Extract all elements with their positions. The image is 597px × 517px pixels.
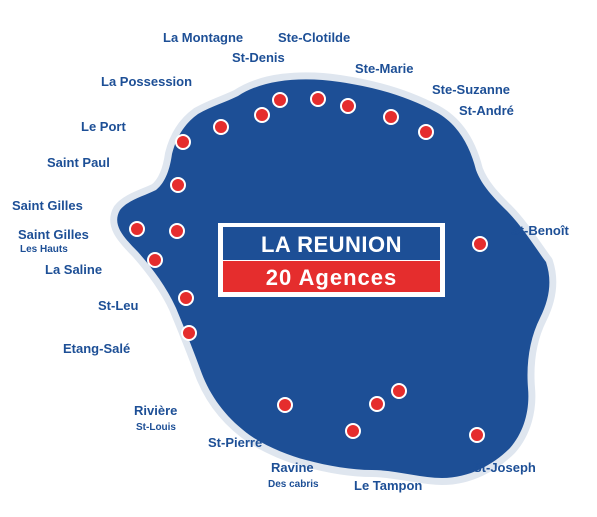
agency-dot-la-possession[interactable] — [213, 119, 229, 135]
place-label-ste-marie: Ste-Marie — [355, 61, 414, 76]
place-label-etang-sale: Etang-Salé — [63, 341, 130, 356]
place-label-st-leu: St-Leu — [98, 298, 139, 313]
place-label-st-pierre: St-Pierre — [208, 435, 262, 450]
agency-dot-st-leu[interactable] — [178, 290, 194, 306]
agency-dot-st-benoit[interactable] — [472, 236, 488, 252]
agency-dots — [129, 91, 488, 443]
place-label-st-benoit: St-Benoît — [511, 223, 569, 238]
agency-dot-la-montagne[interactable] — [254, 107, 270, 123]
agency-dot-st-denis[interactable] — [272, 92, 288, 108]
place-label-le-port: Le Port — [81, 119, 126, 134]
agency-dot-st-pierre[interactable] — [345, 423, 361, 439]
agency-dot-saint-gilles[interactable] — [129, 221, 145, 237]
agency-dot-ste-marie[interactable] — [340, 98, 356, 114]
title-sub: 20 Agences — [266, 265, 397, 290]
agency-dot-etang-sale[interactable] — [181, 325, 197, 341]
agency-dot-le-port[interactable] — [175, 134, 191, 150]
agency-dot-la-saline[interactable] — [147, 252, 163, 268]
place-label-ste-suzanne: Ste-Suzanne — [432, 82, 510, 97]
place-label-riviere-st-louis: Rivière — [134, 403, 177, 418]
place-label-st-joseph: St-Joseph — [473, 460, 536, 475]
place-label-la-montagne: La Montagne — [163, 30, 243, 45]
place-labels: La Montagne Ste-Clotilde St-Denis Ste-Ma… — [12, 30, 569, 493]
place-label-ravine-des-cabris: Ravine — [271, 460, 314, 475]
place-sub-ravine-des-cabris: Des cabris — [268, 479, 319, 490]
place-label-st-andre: St-André — [459, 103, 514, 118]
agency-dot-ste-clotilde[interactable] — [310, 91, 326, 107]
agency-dot-ste-suzanne[interactable] — [383, 109, 399, 125]
place-label-ste-clotilde: Ste-Clotilde — [278, 30, 350, 45]
place-label-saint-gilles-les-hauts: Saint Gilles — [18, 227, 89, 242]
place-label-la-possession: La Possession — [101, 74, 192, 89]
title-main: LA REUNION — [261, 232, 402, 257]
place-sub-saint-gilles-les-hauts: Les Hauts — [20, 244, 68, 255]
place-label-saint-paul: Saint Paul — [47, 155, 110, 170]
agency-dot-st-andre[interactable] — [418, 124, 434, 140]
agency-dot-saint-paul[interactable] — [170, 177, 186, 193]
place-label-saint-gilles: Saint Gilles — [12, 198, 83, 213]
place-label-st-denis: St-Denis — [232, 50, 285, 65]
place-label-le-tampon: Le Tampon — [354, 478, 422, 493]
place-sub-riviere-st-louis: St-Louis — [136, 422, 176, 433]
agency-dot-ravine-des-cabris[interactable] — [369, 396, 385, 412]
title-box: LA REUNION 20 Agences — [216, 221, 447, 299]
agency-dot-riviere-st-louis[interactable] — [277, 397, 293, 413]
agency-dot-st-joseph[interactable] — [469, 427, 485, 443]
agency-dot-saint-gilles-les-hauts[interactable] — [169, 223, 185, 239]
agency-dot-le-tampon[interactable] — [391, 383, 407, 399]
place-label-la-saline: La Saline — [45, 262, 102, 277]
